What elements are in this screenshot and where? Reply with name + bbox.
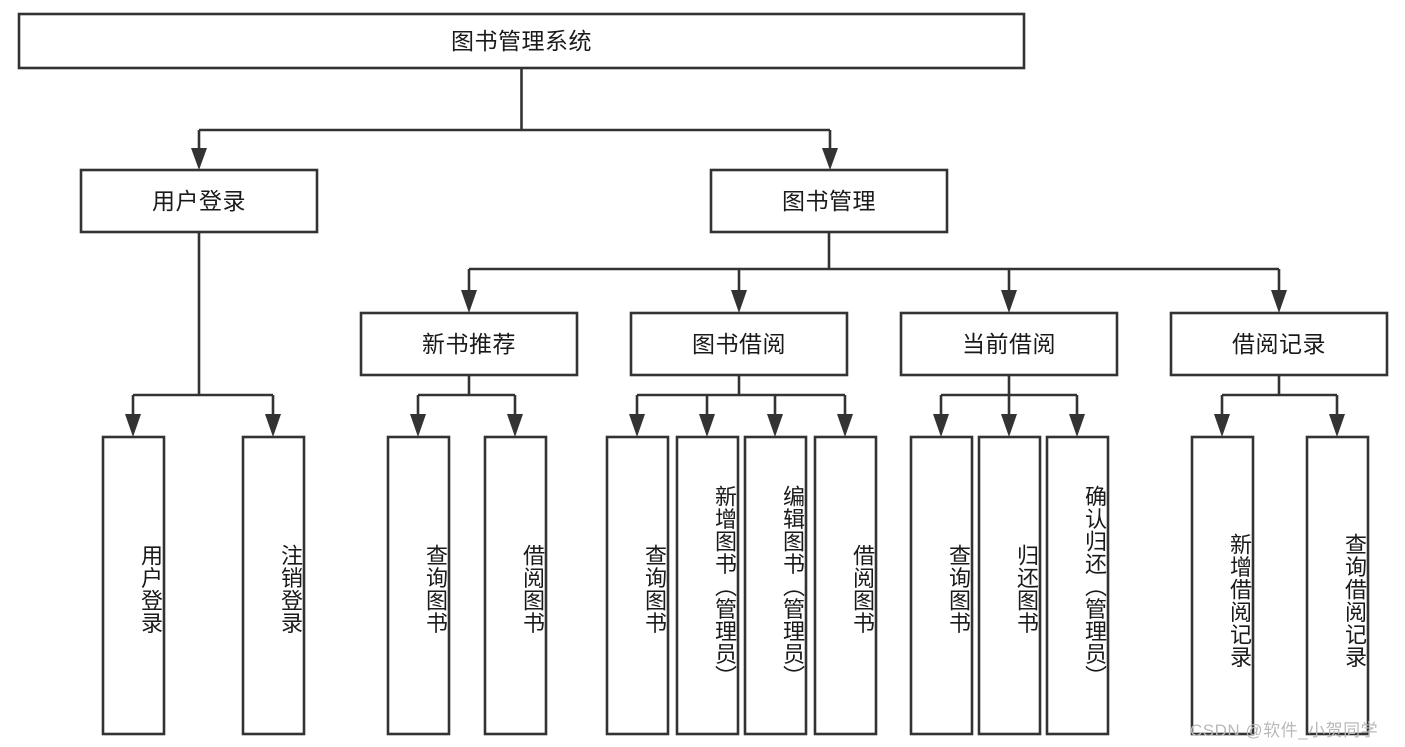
arrow-head-icon <box>1001 290 1017 313</box>
arrow-head-icon <box>629 414 645 437</box>
connector-group-root <box>191 68 838 170</box>
node-box-leaf[interactable] <box>977 435 1042 736</box>
arrow-head-icon <box>410 414 426 437</box>
connector-group-new-book <box>410 375 523 437</box>
arrow-head-icon <box>837 414 853 437</box>
node-box-borrow-record[interactable] <box>1169 311 1389 377</box>
arrow-head-icon <box>933 414 949 437</box>
node-box-leaf[interactable] <box>386 435 451 736</box>
node-box-leaf[interactable] <box>909 435 974 736</box>
node-box-leaf[interactable] <box>1305 435 1370 736</box>
arrow-head-icon <box>1001 414 1017 437</box>
arrow-head-icon <box>1271 290 1287 313</box>
node-box-leaf[interactable] <box>483 435 548 736</box>
node-box-book-borrow[interactable] <box>629 311 849 377</box>
arrow-head-icon <box>191 148 207 170</box>
arrow-head-icon <box>767 414 783 437</box>
node-box-book-management[interactable] <box>709 168 949 234</box>
node-box-leaf[interactable] <box>101 435 166 736</box>
connector-group-book-borrow <box>629 375 853 437</box>
arrow-head-icon <box>699 414 715 437</box>
node-box-leaf[interactable] <box>813 435 878 736</box>
node-box-leaf[interactable] <box>1190 435 1255 736</box>
connector-group-book-management <box>461 232 1287 313</box>
arrow-head-icon <box>822 148 838 170</box>
node-box-leaf[interactable] <box>605 435 670 736</box>
arrow-head-icon <box>265 414 281 437</box>
node-box-new-book-recommend[interactable] <box>359 311 579 377</box>
connector-group-borrow-record <box>1214 375 1345 437</box>
connector-group-current-borrow <box>933 375 1085 437</box>
node-box-leaf[interactable] <box>241 435 306 736</box>
node-box-leaf[interactable] <box>675 435 740 736</box>
node-box-current-borrow[interactable] <box>899 311 1119 377</box>
arrow-head-icon <box>461 290 477 313</box>
arrow-head-icon <box>125 414 141 437</box>
arrow-head-icon <box>507 414 523 437</box>
connector-group-user-login <box>125 232 281 437</box>
arrow-head-icon <box>1214 414 1230 437</box>
arrow-head-icon <box>731 290 747 313</box>
node-box-root[interactable] <box>17 12 1026 70</box>
arrow-head-icon <box>1069 414 1085 437</box>
node-box-leaf[interactable] <box>743 435 808 736</box>
arrow-head-icon <box>1329 414 1345 437</box>
node-box-leaf[interactable] <box>1045 435 1110 736</box>
node-box-user-login[interactable] <box>79 168 319 234</box>
